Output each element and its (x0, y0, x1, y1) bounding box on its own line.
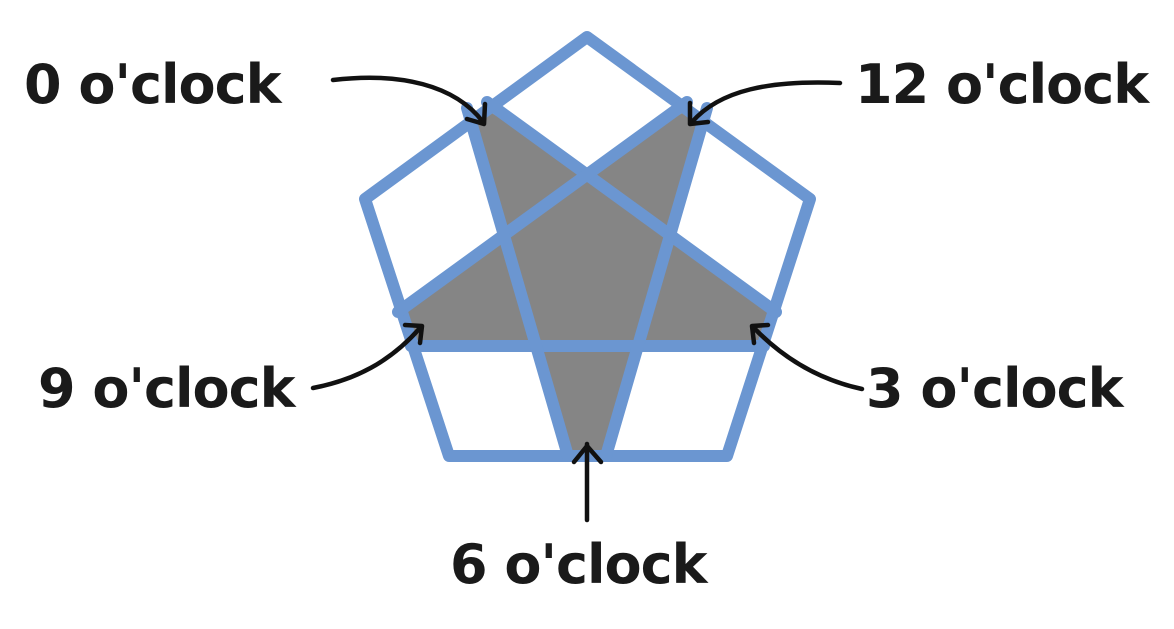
bottom-left-white-region (414, 346, 566, 456)
slanted-line-right (600, 102, 713, 462)
diagonal-line-right-down (392, 96, 693, 318)
arrowhead-6-oclock (571, 443, 604, 465)
arrowhead-3-oclock (749, 322, 771, 346)
label-0-oclock: 0 o'clock (24, 53, 282, 116)
arrow-9-oclock (310, 325, 423, 391)
bottom-right-white-region (610, 346, 762, 456)
arrow-12-oclock (689, 80, 843, 125)
arrow-0-oclock (330, 75, 486, 125)
label-6-oclock: 6 o'clock (450, 533, 708, 596)
arrowhead-12-oclock (687, 100, 711, 127)
label-12-oclock: 12 o'clock (855, 53, 1149, 116)
arrowhead-0-oclock (464, 101, 488, 127)
label-3-oclock: 3 o'clock (866, 357, 1124, 420)
arrow-3-oclock (751, 325, 865, 392)
diagonal-line-left-down (481, 96, 782, 318)
label-9-oclock: 9 o'clock (38, 357, 296, 420)
slanted-line-left (461, 102, 574, 462)
arrowhead-9-oclock (402, 322, 425, 346)
